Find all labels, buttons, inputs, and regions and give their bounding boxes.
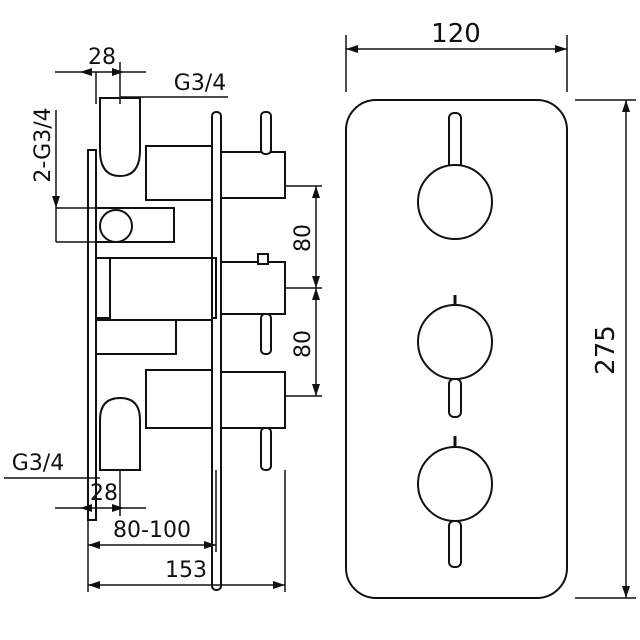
dim-28-bot-label: 28 xyxy=(90,481,118,506)
dim-153-arrow-r xyxy=(273,581,285,589)
inlet-upper-port xyxy=(99,209,133,243)
dim-275-arrow-bottom xyxy=(622,586,630,598)
handle-1-lever-body xyxy=(448,112,462,171)
cartridge-top-lever-body xyxy=(260,111,272,155)
thread-bottom-label: G3/4 xyxy=(12,451,64,476)
handle-3-lever-body xyxy=(448,520,462,568)
dim-28-top-arrow-r xyxy=(112,68,124,76)
front-view: 120 275 xyxy=(345,19,636,599)
spacing-arrow-2b xyxy=(312,288,320,300)
cartridge-mid-housing xyxy=(109,257,213,321)
handle-2-knob xyxy=(417,304,493,380)
dim-120-arrow-left xyxy=(346,45,358,53)
cartridge-top-stem xyxy=(220,151,286,199)
dim-80-100-label: 80-100 xyxy=(113,518,191,543)
dim-28-bot-arrow-l xyxy=(80,504,92,512)
bottom-outlet-pipe xyxy=(99,396,141,471)
dim-275-arrow-top xyxy=(622,100,630,112)
thread-top-label: G3/4 xyxy=(174,71,226,96)
valve-body-outline xyxy=(87,149,97,521)
handle-1-knob xyxy=(417,164,493,240)
inlet-pipe-lower xyxy=(95,319,177,355)
cartridge-top-housing xyxy=(145,145,213,201)
spacing-arrow-3 xyxy=(312,384,320,396)
spacing-arrow-2a xyxy=(312,276,320,288)
dim-120-arrow-right xyxy=(555,45,567,53)
cartridge-bot-housing xyxy=(145,369,213,429)
thread-side-arrow xyxy=(52,196,60,208)
faceplate xyxy=(345,99,568,599)
dim-275-label: 275 xyxy=(591,325,621,375)
dim-153-arrow-l xyxy=(88,581,100,589)
dim-28-top-label: 28 xyxy=(88,45,116,70)
dim-80-100-arrow-r xyxy=(204,541,216,549)
cartridge-bot-lever-body xyxy=(260,427,272,471)
handle-2-lever-body xyxy=(448,378,462,418)
side-view: 28 G3/4 2-G3/4 80 80 G3/4 28 xyxy=(4,45,322,592)
dim-80-100-arrow-l xyxy=(88,541,100,549)
cartridge-mid-stem xyxy=(220,261,286,315)
thread-side-label: 2-G3/4 xyxy=(31,107,56,182)
dim-28-bot-arrow-r xyxy=(112,504,124,512)
dim-153-label: 153 xyxy=(165,558,207,583)
dim-28-top-arrow-l xyxy=(80,68,92,76)
dim-120-label: 120 xyxy=(431,19,481,49)
handle-3-knob xyxy=(417,446,493,522)
cartridge-mid-lever-body xyxy=(260,313,272,355)
spacing-lower-label: 80 xyxy=(291,330,316,358)
cartridge-bot-stem xyxy=(220,371,286,429)
cartridge-mid-nub xyxy=(257,253,269,265)
side-faceplate-edge xyxy=(211,111,222,591)
spacing-arrow-1 xyxy=(312,186,320,198)
spacing-upper-label: 80 xyxy=(291,224,316,252)
top-outlet-pipe xyxy=(99,97,141,178)
